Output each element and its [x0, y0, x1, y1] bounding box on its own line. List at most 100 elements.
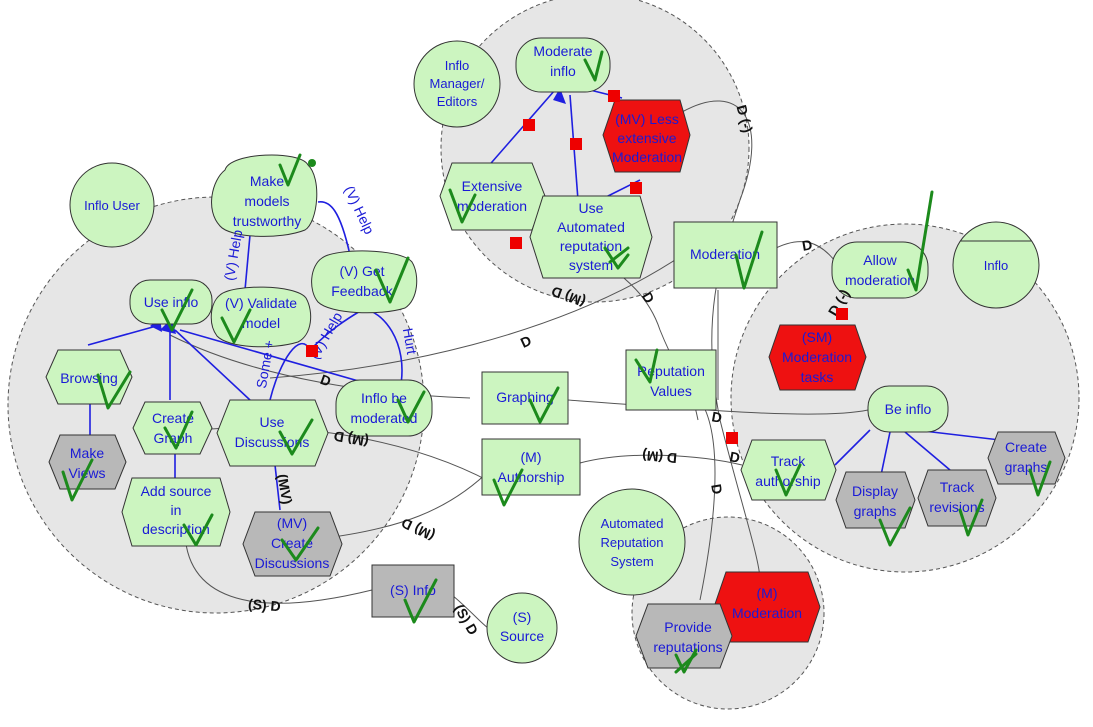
resource-s-info[interactable]: (S) Info: [371, 564, 455, 618]
actor-inflo[interactable]: Inflo: [952, 221, 1040, 309]
track-revisions-label-1: Track: [940, 479, 975, 495]
goal-allow-moderation[interactable]: Allow moderation: [831, 241, 929, 299]
link-label-d-7: D: [708, 483, 726, 496]
link-label-mv-1: (MV): [274, 473, 295, 506]
use-automated-label-1: Use: [579, 200, 604, 216]
provide-reputations-label-1: Provide: [664, 619, 712, 635]
provide-reputations-label-2: reputations: [653, 639, 722, 655]
add-source-label-1: Add source: [141, 483, 212, 499]
mv-less-extensive-label-3: Moderation: [612, 149, 682, 165]
task-sm-moderation-tasks[interactable]: (SM) Moderation tasks: [768, 324, 867, 391]
task-browsing[interactable]: Browsing: [45, 349, 133, 405]
link-label-s-d-1: (S) D: [247, 596, 281, 615]
extensive-moderation-label-2: moderation: [457, 198, 527, 214]
m-moderation-label-1: (M): [757, 585, 778, 601]
mv-less-extensive-label-1: (MV) Less: [615, 111, 679, 127]
goal-use-inflo[interactable]: Use inflo: [129, 279, 213, 325]
task-use-discussions[interactable]: Use Discussions: [216, 399, 329, 467]
use-automated-label-4: system: [569, 257, 613, 273]
s-source-label-2: Source: [500, 628, 545, 644]
actor-s-source[interactable]: (S) Source: [486, 592, 558, 664]
sm-moderation-tasks-label-2: Moderation: [782, 349, 852, 365]
actor-automated-reputation-system[interactable]: Automated Reputation System: [578, 488, 686, 596]
allow-moderation-label-2: moderation: [845, 272, 915, 288]
make-models-label-3: trustworthy: [233, 213, 301, 229]
s-info-label: (S) Info: [390, 582, 436, 598]
task-create-graph[interactable]: Create Graph: [132, 401, 213, 455]
inflo-be-moderated-label-2: moderated: [351, 410, 418, 426]
moderation-label: Moderation: [690, 246, 760, 262]
display-graphs-label-2: graphs: [854, 503, 897, 519]
moderate-inflo-label-2: inflo: [550, 63, 576, 79]
validate-model-label-1: (V) Validate: [225, 295, 297, 311]
add-source-label-2: in: [171, 502, 182, 518]
allow-moderation-label-1: Allow: [863, 252, 897, 268]
task-use-automated-reputation-system[interactable]: Use Automated reputation system: [529, 195, 653, 279]
get-feedback-label-2: Feedback: [331, 283, 393, 299]
actor-inflo-manager[interactable]: Inflo Manager/ Editors: [413, 40, 501, 128]
goal-moderate-inflo[interactable]: Moderate inflo: [515, 37, 611, 93]
link-label-d-4: D: [801, 236, 814, 254]
actor-inflo-manager-label-1: Inflo: [445, 58, 470, 73]
create-graphs-label-2: graphs: [1005, 459, 1048, 475]
mv-create-discussions-label-3: Discussions: [255, 555, 330, 571]
task-provide-reputations[interactable]: Provide reputations: [635, 603, 733, 669]
task-mv-create-discussions[interactable]: (MV) Create Discussions: [242, 511, 343, 577]
resource-graphing[interactable]: Graphing: [481, 371, 569, 425]
resource-m-authorship[interactable]: (M) Authorship: [481, 438, 581, 496]
inflo-be-moderated-label-1: Inflo be: [361, 390, 407, 406]
task-display-graphs[interactable]: Display graphs: [835, 471, 916, 529]
make-models-label-2: models: [244, 193, 289, 209]
softgoal-get-feedback[interactable]: (V) Get Feedback: [311, 250, 418, 314]
link-label-m-d-2: (M) D: [333, 428, 370, 450]
task-track-authorship[interactable]: Track authorship: [740, 439, 837, 501]
actor-inflo-user[interactable]: Inflo User: [69, 162, 155, 248]
actor-ars-label-2: Reputation: [601, 535, 664, 550]
link-label-hurt: Hurt: [400, 327, 420, 356]
add-source-label-3: description: [142, 521, 210, 537]
make-views-label-1: Make: [70, 445, 104, 461]
task-track-revisions[interactable]: Track revisions: [917, 469, 997, 527]
m-authorship-label-1: (M): [521, 449, 542, 465]
task-make-views[interactable]: Make Views: [48, 434, 127, 490]
use-automated-label-3: reputation: [560, 238, 622, 254]
link-label-d-6: D: [728, 448, 741, 466]
track-revisions-label-2: revisions: [929, 499, 984, 515]
get-feedback-label-1: (V) Get: [339, 263, 384, 279]
make-models-label-1: Make: [250, 173, 284, 189]
task-add-source[interactable]: Add source in description: [121, 477, 231, 547]
dependency-links: [169, 100, 869, 629]
softgoal-validate-model[interactable]: (V) Validate model: [210, 286, 312, 348]
sm-moderation-tasks-label-3: tasks: [801, 369, 834, 385]
hand-checkmarks: [61, 50, 1052, 674]
goal-be-inflo[interactable]: Be inflo: [867, 385, 949, 433]
actor-ars-label-1: Automated: [601, 516, 664, 531]
validate-model-label-2: model: [242, 315, 280, 331]
use-discussions-label-2: Discussions: [235, 434, 310, 450]
task-mv-less-extensive-moderation[interactable]: (MV) Less extensive Moderation: [602, 99, 691, 173]
display-graphs-label-1: Display: [852, 483, 898, 499]
task-create-graphs[interactable]: Create graphs: [987, 431, 1066, 485]
mv-create-discussions-label-1: (MV): [277, 515, 307, 531]
m-authorship-label-2: Authorship: [498, 469, 565, 485]
track-authorship-label-2: authorship: [755, 473, 821, 489]
softgoal-make-models-trustworthy[interactable]: Make models trustworthy: [211, 154, 318, 237]
goal-inflo-be-moderated[interactable]: Inflo be moderated: [335, 379, 433, 437]
link-label-d-5: D: [710, 408, 723, 426]
moderate-inflo-label-1: Moderate: [533, 43, 592, 59]
link-label-v-help-2: (V) Help: [341, 183, 377, 236]
actor-inflo-label: Inflo: [984, 258, 1009, 273]
m-moderation-label-2: Moderation: [732, 605, 802, 621]
resource-reputation-values[interactable]: Reputation Values: [625, 349, 717, 411]
actor-inflo-manager-label-3: Editors: [437, 94, 478, 109]
actor-ars-label-3: System: [610, 554, 653, 569]
sm-moderation-tasks-label-1: (SM): [802, 329, 832, 345]
link-label-m-d-3: (M) D: [399, 515, 437, 544]
task-extensive-moderation[interactable]: Extensive moderation: [439, 162, 546, 231]
actor-inflo-manager-label-2: Manager/: [430, 76, 485, 91]
create-graph-label-1: Create: [152, 410, 194, 426]
reputation-values-label-2: Values: [650, 383, 692, 399]
resource-moderation[interactable]: Moderation: [673, 221, 778, 289]
link-label-s-d-2: (S) D: [451, 601, 481, 637]
